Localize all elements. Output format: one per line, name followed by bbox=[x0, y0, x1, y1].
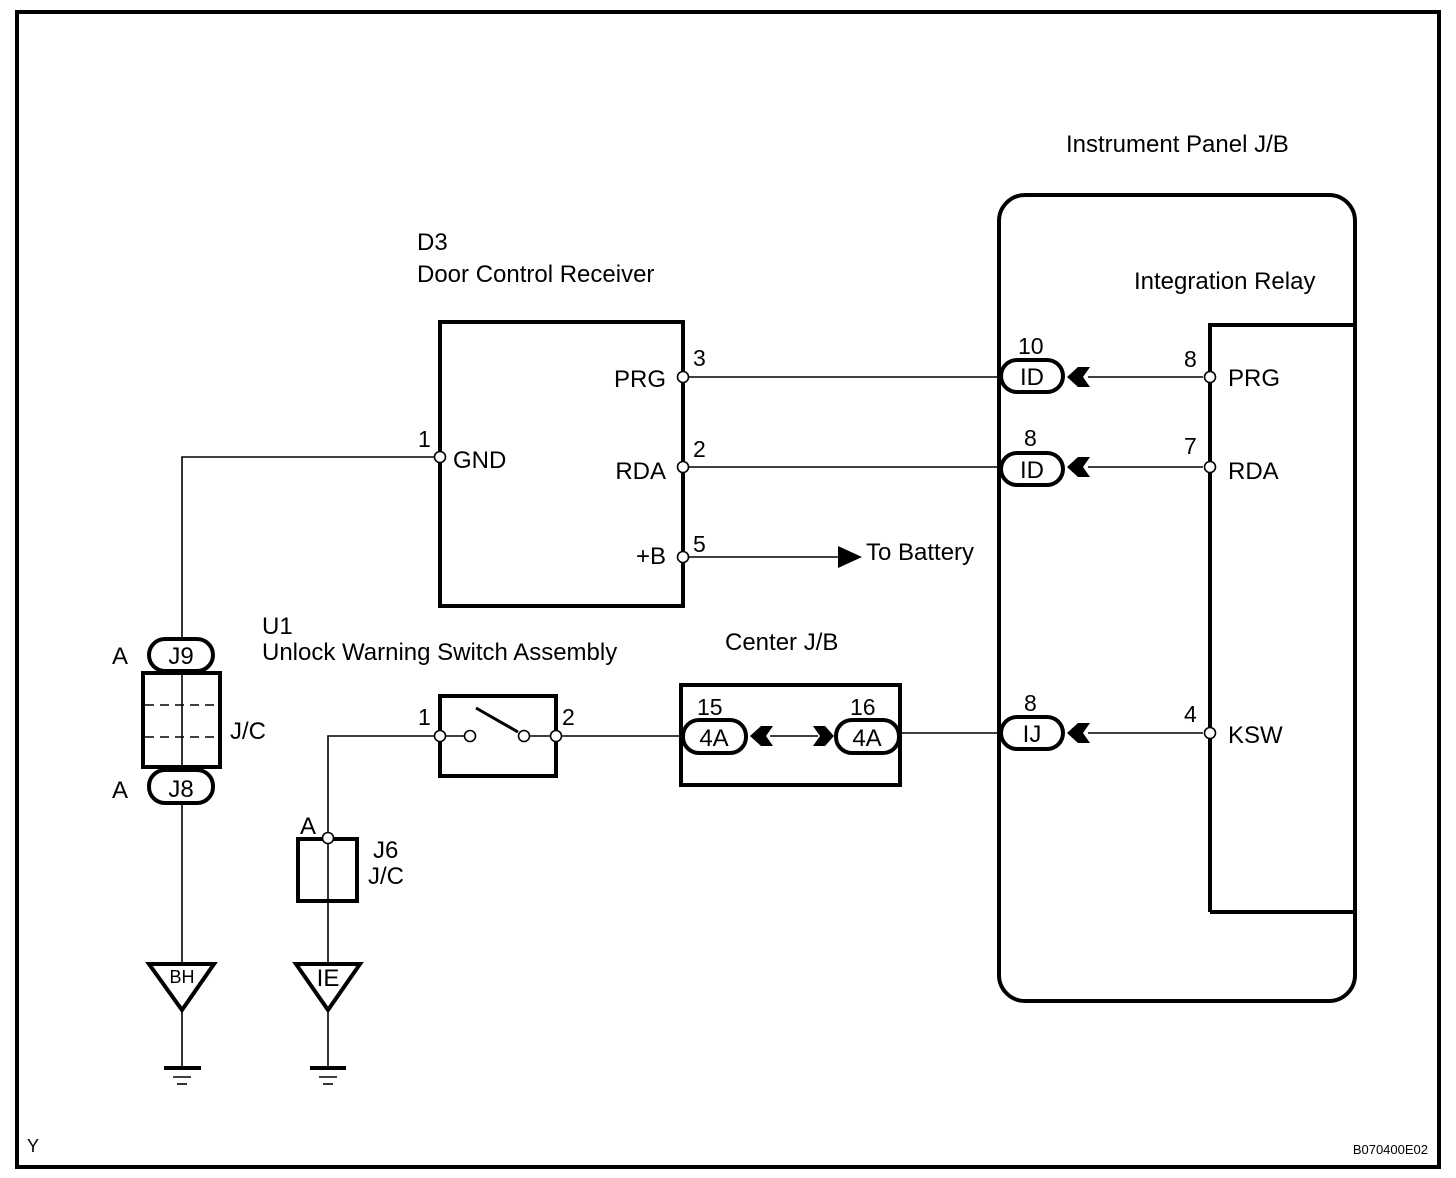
j6-terminal bbox=[321, 831, 335, 845]
j6-side-label: A bbox=[300, 813, 316, 840]
center-jb-code-15: 4A bbox=[699, 725, 728, 752]
switch-terminal-2 bbox=[549, 729, 563, 743]
ipjb-connector-code-1: ID bbox=[1020, 364, 1044, 391]
d3-pin-number-rda: 2 bbox=[693, 436, 706, 462]
switch-contact-icon bbox=[475, 706, 519, 734]
ipjb-connector-code-3: IJ bbox=[1023, 721, 1042, 748]
integration-relay-title: Integration Relay bbox=[1134, 268, 1315, 295]
d3-terminal-gnd bbox=[433, 450, 447, 464]
d3-pin-number-b: 5 bbox=[693, 531, 706, 557]
instrument-panel-jb-title: Instrument Panel J/B bbox=[1066, 131, 1289, 158]
d3-pin-name-prg: PRG bbox=[614, 366, 666, 393]
diagram-frame bbox=[15, 10, 1441, 1169]
relay-pin-number-prg: 8 bbox=[1184, 346, 1197, 372]
center-jb-connector-15 bbox=[681, 718, 748, 755]
relay-pin-number-ksw: 4 bbox=[1184, 701, 1197, 727]
switch-terminal-1 bbox=[433, 729, 447, 743]
relay-pin-name-rda: RDA bbox=[1228, 458, 1279, 485]
chevron-left-icon bbox=[750, 726, 773, 746]
d3-terminal-prg bbox=[676, 370, 690, 384]
ground-code-ie: IE bbox=[317, 965, 340, 992]
center-jb-connector-16 bbox=[834, 718, 901, 755]
chevron-left-icon bbox=[1067, 367, 1090, 387]
center-jb-code-16: 4A bbox=[852, 725, 881, 752]
ipjb-connector-id-10 bbox=[999, 358, 1065, 394]
j9-side-label: A bbox=[112, 643, 128, 670]
ipjb-connector-pin-3: 8 bbox=[1024, 690, 1037, 716]
jc-label: J/C bbox=[230, 718, 266, 745]
corner-label: Y bbox=[27, 1136, 39, 1156]
chevron-left-icon bbox=[1067, 723, 1090, 743]
d3-terminal-rda bbox=[676, 460, 690, 474]
ipjb-connector-pin-2: 8 bbox=[1024, 425, 1037, 451]
j8-side-label: A bbox=[112, 777, 128, 804]
j9-code: J9 bbox=[168, 643, 193, 670]
chevron-right-icon bbox=[813, 726, 834, 746]
d3-pin-name-rda: RDA bbox=[615, 458, 666, 485]
center-jb-pin-15: 15 bbox=[697, 694, 723, 720]
ipjb-connector-id-8 bbox=[999, 451, 1065, 487]
relay-pin-name-prg: PRG bbox=[1228, 365, 1280, 392]
d3-pin-number-gnd: 1 bbox=[418, 426, 431, 452]
relay-terminal-prg bbox=[1203, 370, 1217, 384]
arrow-right-icon bbox=[838, 546, 862, 568]
j8-code: J8 bbox=[168, 776, 193, 803]
ipjb-connector-pin-1: 10 bbox=[1018, 333, 1044, 359]
j6-label: J/C bbox=[368, 863, 404, 890]
relay-terminal-rda bbox=[1203, 460, 1217, 474]
integration-relay-box bbox=[1208, 323, 1355, 912]
j8-connector bbox=[147, 768, 215, 805]
center-jb-pin-16: 16 bbox=[850, 694, 876, 720]
relay-pin-number-rda: 7 bbox=[1184, 433, 1197, 459]
ipjb-connector-code-2: ID bbox=[1020, 457, 1044, 484]
to-battery-label: To Battery bbox=[866, 539, 974, 566]
instrument-panel-jb-box bbox=[997, 193, 1357, 1003]
switch-contact-moving bbox=[517, 729, 531, 743]
center-jb-title: Center J/B bbox=[725, 629, 838, 656]
d3-terminal-b bbox=[676, 550, 690, 564]
switch-pin-number-1: 1 bbox=[418, 704, 431, 730]
wire-gnd bbox=[181, 456, 434, 640]
j6-code: J6 bbox=[373, 837, 398, 864]
door-control-receiver-name: Door Control Receiver bbox=[417, 261, 654, 288]
ground-point-ie bbox=[292, 962, 364, 1014]
switch-pin-number-2: 2 bbox=[562, 704, 575, 730]
wire-switch-to-j6 bbox=[327, 735, 434, 832]
ground-code-bh: BH bbox=[169, 967, 194, 987]
door-control-receiver-code: D3 bbox=[417, 229, 448, 256]
relay-pin-name-ksw: KSW bbox=[1228, 722, 1283, 749]
d3-pin-number-prg: 3 bbox=[693, 345, 706, 371]
switch-contact-fixed bbox=[463, 729, 477, 743]
ground-point-bh bbox=[145, 962, 218, 1014]
chevron-left-icon bbox=[1067, 457, 1090, 477]
unlock-switch-name: Unlock Warning Switch Assembly bbox=[262, 639, 617, 666]
unlock-switch-code: U1 bbox=[262, 613, 293, 640]
d3-pin-name-b: +B bbox=[636, 543, 666, 570]
d3-pin-name-gnd: GND bbox=[453, 447, 506, 474]
figure-id: B070400E02 bbox=[1353, 1142, 1428, 1157]
relay-terminal-ksw bbox=[1203, 726, 1217, 740]
